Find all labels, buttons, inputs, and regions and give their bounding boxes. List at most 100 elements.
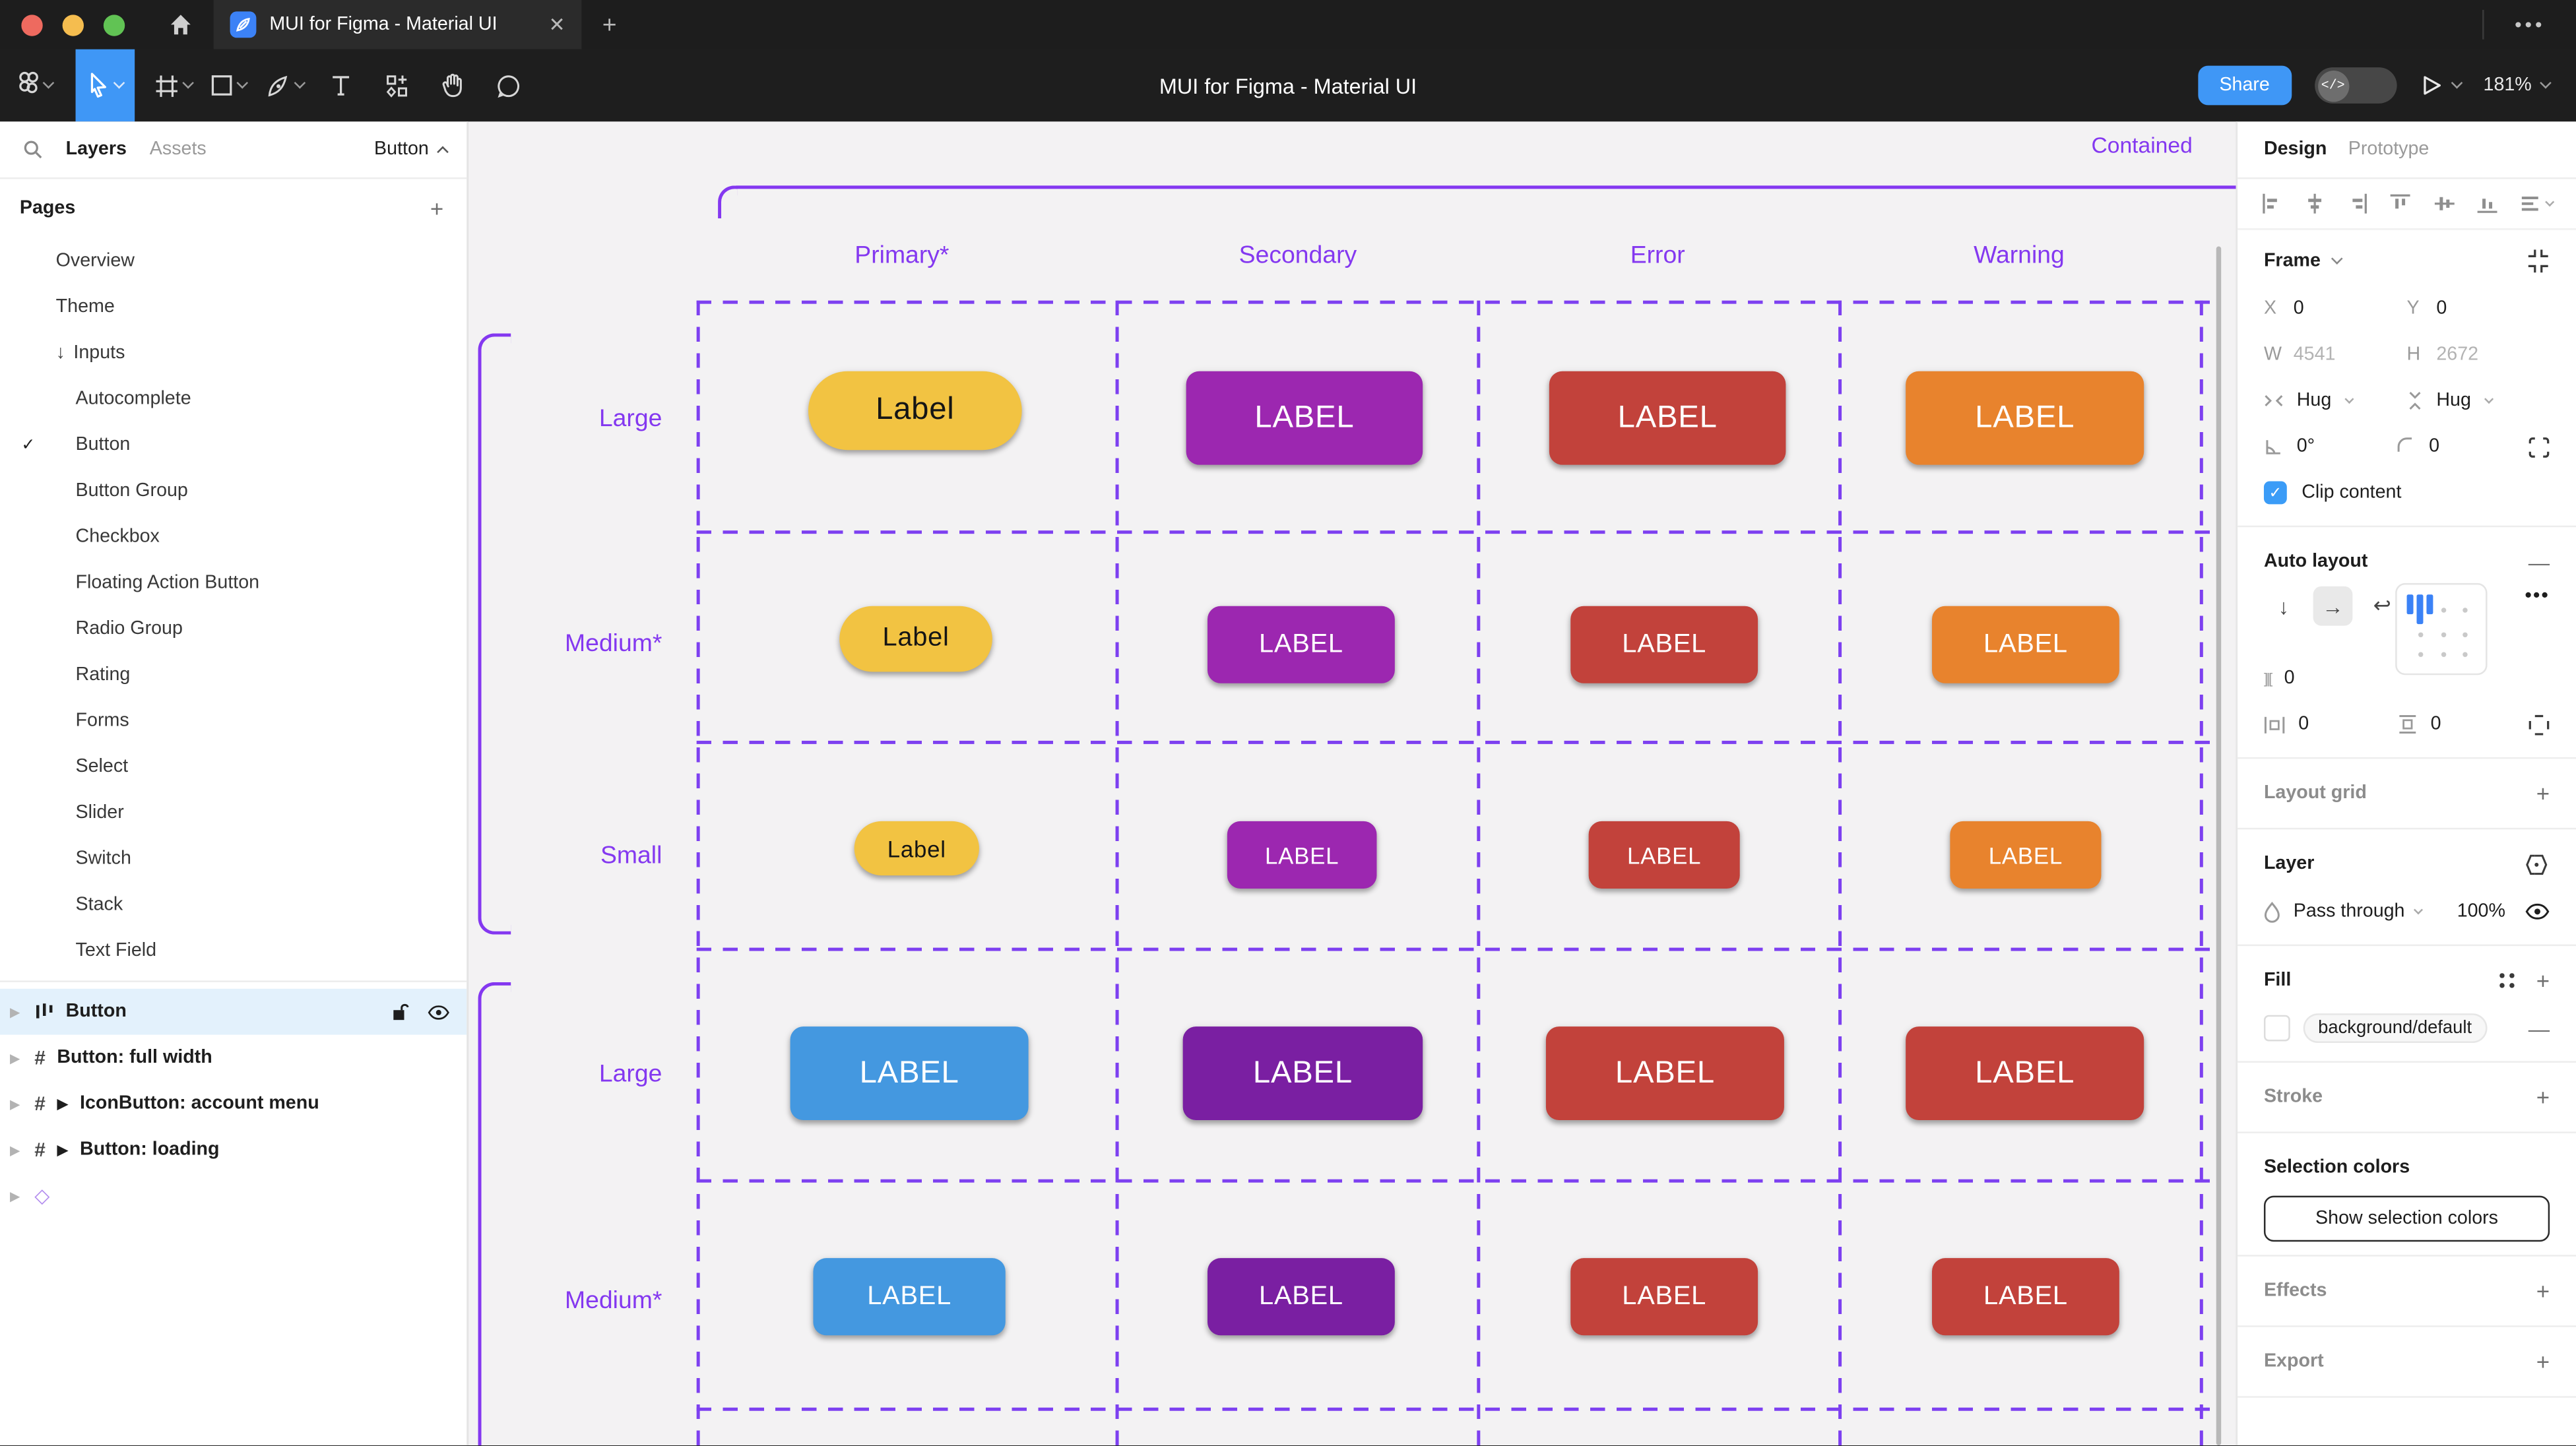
text-tool-button[interactable] — [312, 49, 368, 122]
tab-layers[interactable]: Layers — [65, 139, 127, 160]
canvas-button-small-warning[interactable]: LABEL — [1950, 821, 2102, 889]
pen-tool-button[interactable] — [256, 49, 312, 122]
page-item-switch[interactable]: Switch — [0, 836, 467, 882]
add-stroke-button[interactable]: + — [2536, 1084, 2550, 1111]
eye-icon[interactable] — [2525, 903, 2550, 920]
auto-layout-more-icon[interactable]: ••• — [2525, 586, 2550, 606]
blend-mode-dropdown[interactable]: Pass through — [2293, 901, 2405, 922]
rotation-field[interactable]: 0° — [2264, 437, 2396, 456]
independent-padding-icon[interactable] — [2528, 714, 2550, 735]
add-export-button[interactable]: + — [2536, 1348, 2550, 1375]
canvas-button-large-warning[interactable]: LABEL — [1906, 1026, 2144, 1121]
dev-mode-toggle[interactable]: </> — [2314, 67, 2397, 104]
canvas-button-large-secondary[interactable]: LABEL — [1182, 1026, 1423, 1121]
canvas-button-medium-primary[interactable]: Label — [839, 606, 992, 672]
shape-tool-button[interactable] — [201, 49, 257, 122]
page-item-checkbox[interactable]: Checkbox — [0, 514, 467, 560]
frame-name-label[interactable]: Contained — [2091, 133, 2193, 158]
canvas-button-medium-error[interactable]: LABEL — [1570, 606, 1758, 683]
resize-to-fit-icon[interactable] — [2527, 249, 2550, 273]
page-item-overview[interactable]: Overview — [0, 238, 467, 284]
auto-layout-vertical-button[interactable]: ↓ — [2278, 594, 2289, 619]
canvas-button-medium-primary[interactable]: LABEL — [813, 1258, 1006, 1336]
canvas-button-large-primary[interactable]: Label — [808, 371, 1022, 451]
canvas-button-medium-warning[interactable]: LABEL — [1932, 1258, 2119, 1336]
chevron-right-icon[interactable]: ▶ — [9, 1142, 20, 1158]
canvas-button-medium-secondary[interactable]: LABEL — [1208, 1258, 1395, 1336]
zoom-menu[interactable]: 181% — [2484, 76, 2552, 95]
page-item-select[interactable]: Select — [0, 744, 467, 790]
frame-tool-button[interactable] — [145, 49, 201, 122]
horizontal-resizing-dropdown[interactable]: Hug — [2264, 391, 2407, 410]
page-item-theme[interactable]: Theme — [0, 284, 467, 330]
clip-content-row[interactable]: ✓ Clip content — [2263, 470, 2550, 516]
page-item-slider[interactable]: Slider — [0, 790, 467, 836]
independent-corners-icon[interactable] — [2528, 436, 2550, 457]
page-item-floating-action-button[interactable]: Floating Action Button — [0, 560, 467, 606]
resources-tool-button[interactable] — [368, 49, 424, 122]
canvas-button-medium-warning[interactable]: LABEL — [1932, 606, 2119, 683]
horizontal-padding-field[interactable]: 0 — [2264, 714, 2396, 734]
hand-tool-button[interactable] — [424, 49, 480, 122]
page-item-forms[interactable]: Forms — [0, 698, 467, 744]
canvas-scrollbar[interactable] — [2216, 246, 2222, 1446]
fill-color-swatch[interactable] — [2263, 1015, 2290, 1042]
clip-content-checkbox[interactable]: ✓ — [2263, 481, 2287, 505]
page-item-text-field[interactable]: Text Field — [0, 928, 467, 974]
opacity-field[interactable]: 100% — [2457, 901, 2505, 922]
tab-close-icon[interactable]: ✕ — [548, 13, 565, 36]
auto-layout-alignment-grid[interactable] — [2395, 582, 2488, 676]
canvas-button-large-error[interactable]: LABEL — [1549, 371, 1786, 465]
layer-item--menu-[interactable]: ▶◇ — [0, 1173, 467, 1219]
align-vertical-center-icon[interactable] — [2432, 192, 2455, 215]
remove-fill-button[interactable]: — — [2528, 1015, 2550, 1041]
show-selection-colors-button[interactable]: Show selection colors — [2263, 1195, 2550, 1242]
page-item-button[interactable]: ✓Button — [0, 422, 467, 468]
chevron-right-icon[interactable]: ▶ — [9, 1096, 20, 1112]
align-left-icon[interactable] — [2261, 192, 2284, 215]
new-tab-button[interactable]: + — [602, 11, 617, 39]
page-item-inputs[interactable]: ↓Inputs — [0, 330, 467, 376]
add-effect-button[interactable]: + — [2536, 1278, 2550, 1304]
chevron-right-icon[interactable]: ▶ — [9, 1188, 20, 1203]
add-page-button[interactable]: + — [430, 195, 444, 222]
layer-item-button[interactable]: ▶Button — [0, 988, 467, 1035]
maximize-window-button[interactable] — [103, 14, 125, 36]
page-item-autocomplete[interactable]: Autocomplete — [0, 376, 467, 422]
align-bottom-icon[interactable] — [2476, 192, 2499, 215]
home-button[interactable] — [148, 0, 214, 49]
unlock-icon[interactable] — [391, 1002, 409, 1022]
share-button[interactable]: Share — [2198, 65, 2292, 106]
tab-design[interactable]: Design — [2263, 139, 2327, 160]
align-horizontal-center-icon[interactable] — [2303, 192, 2327, 215]
auto-layout-horizontal-button[interactable]: → — [2313, 586, 2353, 626]
remove-auto-layout-button[interactable]: — — [2528, 549, 2550, 575]
close-window-button[interactable] — [21, 14, 43, 36]
present-button[interactable] — [2419, 74, 2463, 97]
canvas-button-small-error[interactable]: LABEL — [1588, 821, 1740, 889]
tab-assets[interactable]: Assets — [149, 139, 207, 160]
canvas-button-medium-secondary[interactable]: LABEL — [1208, 606, 1395, 683]
move-tool-button[interactable] — [75, 49, 135, 122]
mask-icon[interactable] — [2525, 853, 2550, 874]
selection-dropdown[interactable]: Button — [374, 140, 449, 160]
page-item-button-group[interactable]: Button Group — [0, 468, 467, 515]
canvas-button-large-error[interactable]: LABEL — [1545, 1026, 1784, 1121]
page-item-stack[interactable]: Stack — [0, 882, 467, 928]
align-top-icon[interactable] — [2389, 192, 2412, 215]
align-right-icon[interactable] — [2346, 192, 2369, 215]
window-menu-icon[interactable]: ••• — [2515, 13, 2546, 36]
chevron-right-icon[interactable]: ▶ — [9, 1004, 20, 1019]
layer-item-button-loading[interactable]: ▶#▶Button: loading — [0, 1127, 467, 1173]
canvas-button-large-primary[interactable]: LABEL — [790, 1026, 1029, 1121]
tab-prototype[interactable]: Prototype — [2348, 139, 2430, 160]
file-tab[interactable]: MUI for Figma - Material UI ✕ — [213, 0, 582, 49]
add-fill-button[interactable]: + — [2536, 967, 2550, 994]
canvas-button-large-warning[interactable]: LABEL — [1906, 371, 2144, 465]
fill-style-chip[interactable]: background/default — [2303, 1013, 2487, 1044]
